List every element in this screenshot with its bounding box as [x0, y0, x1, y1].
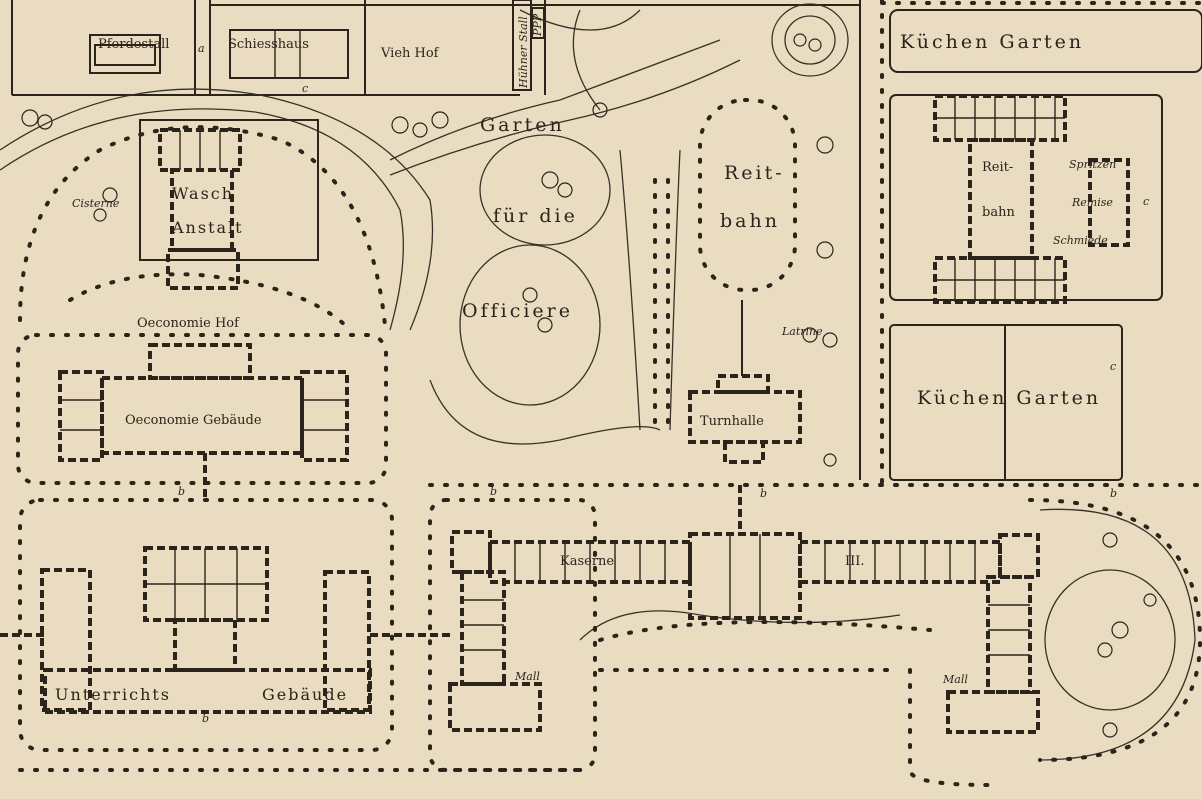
label-turnhalle: Turnhalle	[700, 414, 764, 429]
label-remise: Remise	[1071, 196, 1113, 209]
mark-b-3: b	[760, 487, 767, 500]
mark-mall-1: Mall	[514, 670, 540, 683]
label-officiere: Officiere	[462, 300, 573, 322]
label-reitbahn-left-2: bahn	[720, 210, 780, 232]
label-spritzen: Spritzen	[1069, 158, 1116, 171]
label-ppp: PPP	[531, 13, 544, 37]
label-anstalt: Anstalt	[171, 218, 244, 237]
label-oeconomie-hof: Oeconomie Hof	[137, 316, 240, 331]
garden-paths	[0, 3, 1196, 761]
label-schiesshaus: Schiesshaus	[228, 37, 309, 52]
label-kaserne-num: III.	[845, 554, 865, 569]
label-gebaude: Gebäude	[262, 685, 348, 704]
label-reitbahn-right-1: Reit-	[982, 160, 1013, 175]
label-reitbahn-right-2: bahn	[982, 205, 1015, 220]
label-kuchen-garten-top: Küchen Garten	[900, 31, 1084, 53]
label-fur-die: für die	[493, 205, 578, 227]
label-vieh-hof: Vieh Hof	[380, 46, 440, 61]
label-unterrichts: Unterrichts	[55, 685, 171, 704]
tree-rows	[16, 98, 1202, 787]
map-labels: Pferdestall Schiesshaus Vieh Hof Hühner …	[55, 13, 1149, 725]
unterrichts-building	[0, 546, 450, 714]
label-wasch: Wasch	[172, 184, 234, 203]
label-reitbahn-left-1: Reit-	[724, 162, 785, 184]
mark-c-2: c	[1143, 195, 1149, 208]
mark-b-1: b	[178, 485, 185, 498]
label-kuchen-garten-mid: Küchen Garten	[917, 387, 1101, 409]
label-schmiede: Schmiede	[1053, 234, 1108, 247]
wasch-anstalt-building	[139, 119, 319, 290]
label-kaserne: Kaserne	[560, 554, 614, 569]
label-huhner-stall: Hühner Stall	[517, 16, 530, 89]
mark-c-1: c	[302, 82, 308, 95]
oeconomie-building	[58, 343, 349, 500]
mark-mall-2: Mall	[942, 673, 968, 686]
label-garten: Garten	[480, 114, 565, 136]
top-buildings	[89, 0, 545, 91]
label-oeconomie-gebaude: Oeconomie Gebäude	[125, 413, 262, 428]
label-cisterne: Cisterne	[72, 197, 120, 210]
label-latrine: Latrine	[781, 325, 823, 338]
mark-b-4: b	[1110, 487, 1117, 500]
mark-a: a	[198, 42, 205, 55]
label-pferdestall: Pferdestall	[98, 37, 169, 52]
reitbahn-right-building	[933, 94, 1130, 304]
turnhalle-building	[688, 300, 802, 464]
mark-c-3: c	[1110, 360, 1116, 373]
mark-b-5: b	[202, 712, 209, 725]
tree-clumps	[21, 33, 1157, 738]
kaserne-building	[448, 485, 1040, 734]
mark-b-2: b	[490, 485, 497, 498]
